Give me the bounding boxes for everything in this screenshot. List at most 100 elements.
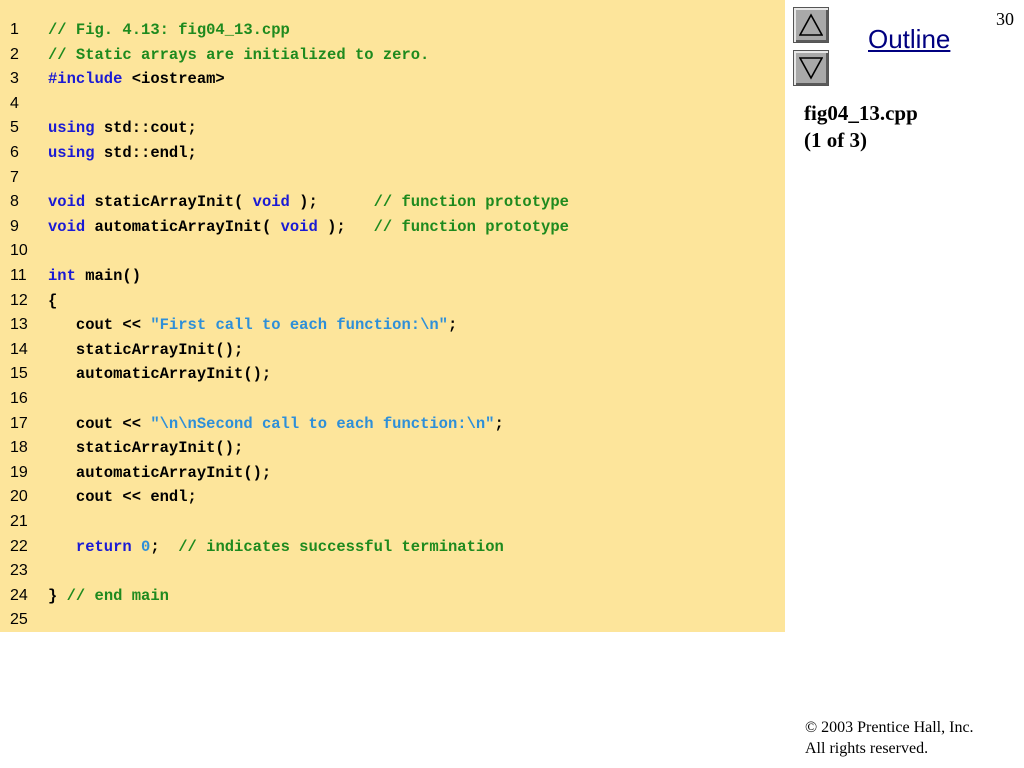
code-token-plain: ; [150, 537, 179, 556]
line-number: 22 [10, 537, 28, 555]
code-token-keyword: using [48, 144, 95, 162]
line-number: 16 [10, 390, 28, 407]
code-line: 16 [0, 387, 785, 411]
code-line: 5 using std::cout; [0, 116, 785, 140]
code-line: 3 #include <iostream> [0, 67, 785, 91]
line-number: 10 [10, 242, 28, 260]
triangle-up-icon [799, 13, 823, 36]
code-token-plain: ); [289, 193, 374, 212]
code-token-plain: ; [447, 316, 458, 335]
line-number: 6 [10, 144, 19, 161]
line-number: 8 [10, 193, 19, 211]
code-text: staticArrayInit(); [48, 436, 243, 460]
line-number: 24 [10, 586, 28, 604]
code-token-plain [132, 538, 141, 556]
code-line: 4 [0, 92, 785, 116]
next-slide-button[interactable] [793, 50, 829, 86]
code-line: 21 [0, 510, 785, 534]
code-line: 24} // end main [0, 584, 785, 608]
line-number: 13 [10, 316, 28, 334]
code-token-keyword: int [48, 267, 76, 285]
code-text: void staticArrayInit( void ); // functio… [48, 190, 569, 214]
code-text: } // end main [48, 584, 169, 608]
code-token-comment: // Fig. 4.13: fig04_13.cpp [48, 21, 290, 39]
code-line: 19 automaticArrayInit(); [0, 461, 785, 485]
code-line: 11 int main() [0, 264, 785, 288]
code-text: int main() [48, 264, 141, 288]
code-token-keyword: void [48, 217, 86, 236]
code-listing: 1 // Fig. 4.13: fig04_13.cpp 2 // Static ar… [0, 0, 785, 632]
code-line: 25 [0, 608, 785, 632]
code-line: 7 [0, 166, 785, 190]
code-text: staticArrayInit(); [48, 338, 243, 362]
code-token-keyword: using [48, 119, 95, 138]
code-token-keyword: void [48, 193, 86, 212]
line-number: 1 [10, 21, 19, 38]
code-token-keyword: return [75, 537, 132, 556]
code-text: automaticArrayInit(); [48, 461, 271, 485]
code-token-plain: staticArrayInit( [85, 193, 253, 212]
code-token-string: "\n\nSecond call to each function:\n" [150, 414, 495, 433]
line-number: 12 [10, 291, 28, 309]
code-token-keyword: void [280, 217, 318, 236]
code-token-plain: automaticArrayInit( [85, 217, 281, 236]
code-token-plain: <iostream> [122, 70, 225, 89]
triangle-down-icon [799, 57, 823, 80]
line-number: 7 [10, 168, 19, 186]
code-token-string: "First call to each function:\n" [150, 316, 448, 335]
code-line: 17 cout << "\n\nSecond call to each func… [0, 412, 785, 436]
code-token-comment: // Static arrays are initialized to zero… [48, 45, 430, 64]
file-part: (1 of 3) [804, 128, 867, 152]
line-number: 20 [10, 488, 28, 506]
code-token-plain: staticArrayInit(); [48, 439, 244, 458]
code-token-comment: // end main [66, 586, 169, 605]
line-number: 14 [10, 340, 28, 358]
file-name: fig04_13.cpp [804, 101, 918, 125]
line-number: 19 [10, 463, 28, 481]
code-text: using std::endl; [48, 141, 197, 165]
previous-slide-button[interactable] [793, 7, 829, 43]
line-number: 3 [10, 70, 19, 88]
code-line: 13 cout << "First call to each function:… [0, 313, 785, 337]
code-token-keyword: #include [48, 70, 123, 89]
code-token-plain: cout << endl; [48, 488, 197, 507]
outline-link[interactable]: Outline [868, 24, 951, 54]
line-number: 11 [10, 267, 27, 284]
code-token-plain: { [48, 291, 58, 310]
code-token-comment: // function prototype [373, 217, 569, 236]
code-text: automaticArrayInit(); [48, 362, 271, 386]
code-text: cout << "\n\nSecond call to each functio… [48, 412, 504, 436]
code-token-plain [48, 538, 76, 556]
code-line: 15 automaticArrayInit(); [0, 362, 785, 386]
line-number: 9 [10, 217, 19, 235]
code-token-plain: std::endl; [94, 144, 197, 162]
line-number: 5 [10, 119, 19, 137]
code-line: 2 // Static arrays are initialized to zer… [0, 43, 785, 67]
copyright-notice: © 2003 Prentice Hall, Inc. All rights re… [805, 717, 974, 759]
line-number: 25 [10, 611, 28, 629]
copyright-line-2: All rights reserved. [805, 740, 929, 757]
code-text: cout << "First call to each function:\n"… [48, 313, 457, 337]
code-text: return 0; // indicates successful termin… [48, 535, 504, 559]
file-label: fig04_13.cpp (1 of 3) [804, 100, 918, 154]
code-line: 20 cout << endl; [0, 485, 785, 509]
code-text: // Static arrays are initialized to zero… [48, 43, 429, 67]
line-number: 23 [10, 562, 28, 580]
code-line: 10 [0, 239, 785, 263]
code-token-plain: ; [494, 414, 504, 433]
code-token-plain: } [48, 586, 67, 605]
code-token-plain: automaticArrayInit(); [48, 365, 272, 384]
line-number: 2 [10, 45, 19, 63]
code-token-plain: staticArrayInit(); [48, 340, 244, 359]
code-token-keyword: void [252, 193, 290, 212]
code-line: 22 return 0; // indicates successful ter… [0, 535, 785, 559]
code-text: #include <iostream> [48, 67, 225, 91]
line-number: 15 [10, 365, 28, 383]
line-number: 18 [10, 439, 28, 457]
code-token-plain: automaticArrayInit(); [48, 463, 272, 482]
code-text: cout << endl; [48, 485, 197, 509]
code-text: { [48, 289, 57, 313]
code-text: using std::cout; [48, 116, 197, 140]
code-line: 8 void staticArrayInit( void ); // functi… [0, 190, 785, 214]
